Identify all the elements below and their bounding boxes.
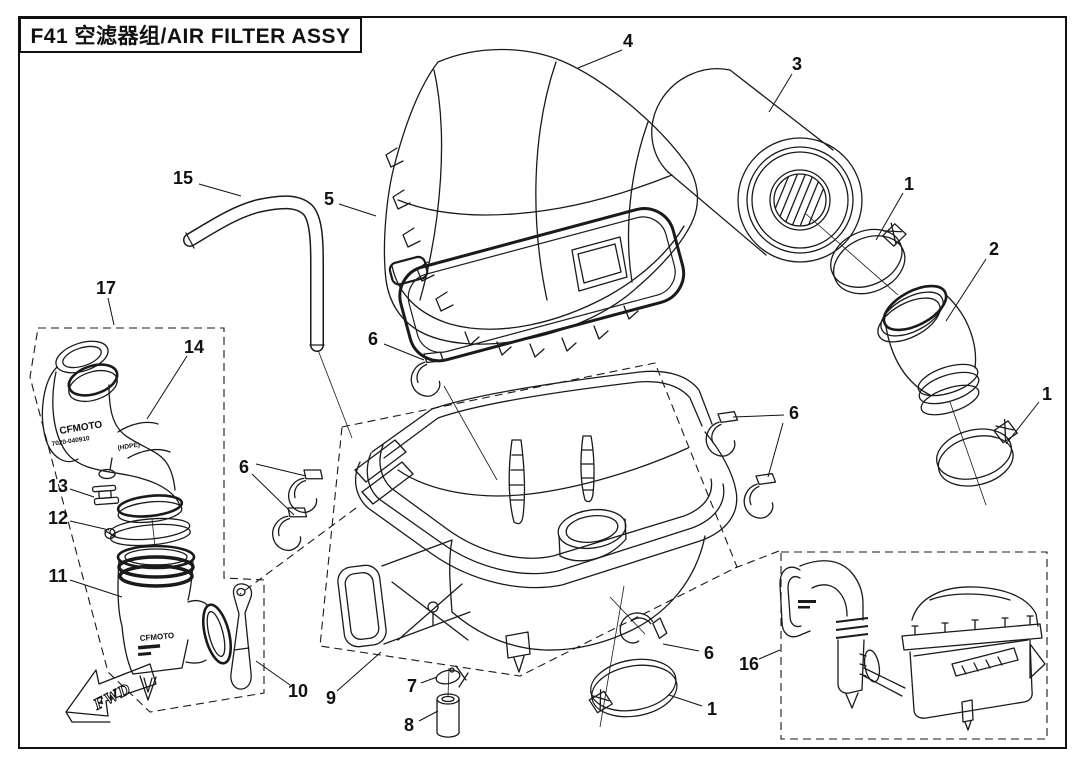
leader-line (198, 183, 242, 197)
callout-number-17: 17 (96, 278, 116, 298)
callout-number-6: 6 (368, 329, 378, 349)
part-4-cover (383, 48, 699, 358)
part-3-filter-element (651, 68, 863, 263)
part-1-clamp-top (830, 222, 907, 295)
callout-number-4: 4 (623, 31, 633, 51)
part-16-assembled-inset (779, 551, 1048, 740)
leader-line (338, 203, 377, 217)
center-line (805, 213, 899, 296)
part-1-clamp-right (936, 419, 1018, 487)
callout-number-6: 6 (704, 643, 714, 663)
group-box-9-outline (319, 362, 738, 677)
leader-line (69, 488, 95, 498)
part-1-clamp-bottom (588, 658, 678, 718)
leader-line (732, 414, 785, 418)
callout-number-14: 14 (184, 337, 204, 357)
leader-line (662, 643, 700, 652)
leader-line (945, 258, 987, 322)
part-13-grommet (91, 484, 120, 506)
leader-line (875, 192, 904, 241)
callout-number-8: 8 (404, 715, 414, 735)
callout-number-7: 7 (407, 676, 417, 696)
leader-line (668, 694, 703, 707)
leader-line (758, 649, 781, 660)
center-line (447, 667, 450, 698)
part14-material-text: (HDPE) (117, 442, 140, 452)
part-14-intake-snorkel: CFMOTO 7020-040910 (HDPE) (41, 340, 184, 524)
callout-number-1: 1 (707, 699, 717, 719)
leader-line (767, 422, 784, 478)
leader-line (336, 651, 382, 692)
center-line (949, 401, 987, 506)
leader-line (69, 520, 110, 531)
callout-number-1: 1 (1042, 384, 1052, 404)
callout-number-1: 1 (904, 174, 914, 194)
callout-number-15: 15 (173, 168, 193, 188)
assembly-dash-line (239, 507, 357, 595)
leader-line (420, 676, 438, 684)
part-15-vent-hose (183, 195, 325, 352)
leader-line (383, 343, 425, 361)
fwd-label: FWD (90, 681, 134, 715)
part-10-support-strip (230, 583, 253, 690)
callout-number-16: 16 (739, 654, 759, 674)
leader-line (768, 73, 793, 113)
part-7-spring-clamp (435, 665, 469, 688)
leader-line (418, 710, 439, 722)
callout-number-6: 6 (239, 457, 249, 477)
leader-line (255, 463, 307, 477)
callout-number-11: 11 (48, 566, 67, 586)
callout-number-9: 9 (326, 688, 336, 708)
callout-number-3: 3 (792, 54, 802, 74)
callout-number-13: 13 (48, 476, 68, 496)
part14-brand-text: CFMOTO (59, 419, 104, 437)
part-12-clamp-band (104, 517, 191, 547)
assembly-dash-line (734, 550, 780, 569)
leader-line (146, 355, 188, 420)
callout-number-10: 10 (288, 681, 308, 701)
leader-line (577, 49, 623, 69)
center-line (317, 349, 353, 439)
callout-number-5: 5 (324, 189, 334, 209)
part-5-gasket (388, 207, 686, 363)
callout-number-6: 6 (789, 403, 799, 423)
page-title: F41 空滤器组/AIR FILTER ASSY (30, 25, 351, 48)
leader-line (251, 473, 295, 516)
part-8-drain-tube (436, 693, 460, 738)
page-border (18, 16, 1067, 749)
callout-number-2: 2 (989, 239, 999, 259)
center-line (151, 518, 156, 548)
leader-line (255, 660, 291, 686)
leader-line (1005, 401, 1040, 445)
center-line (443, 385, 498, 481)
title-box: F41 空滤器组/AIR FILTER ASSY (19, 17, 362, 53)
part14-partno-text: 7020-040910 (51, 435, 90, 448)
part-11-lower-duct: CFMOTO (116, 544, 233, 701)
part-2-intake-elbow (877, 284, 980, 416)
callout-number-12: 12 (48, 508, 68, 528)
center-line (599, 585, 625, 728)
leader-line (107, 297, 115, 326)
leader-line (69, 579, 123, 598)
part-9-airbox-body (337, 370, 738, 673)
part11-brand-text: CFMOTO (139, 631, 174, 643)
group-box-17-outline (29, 327, 265, 713)
